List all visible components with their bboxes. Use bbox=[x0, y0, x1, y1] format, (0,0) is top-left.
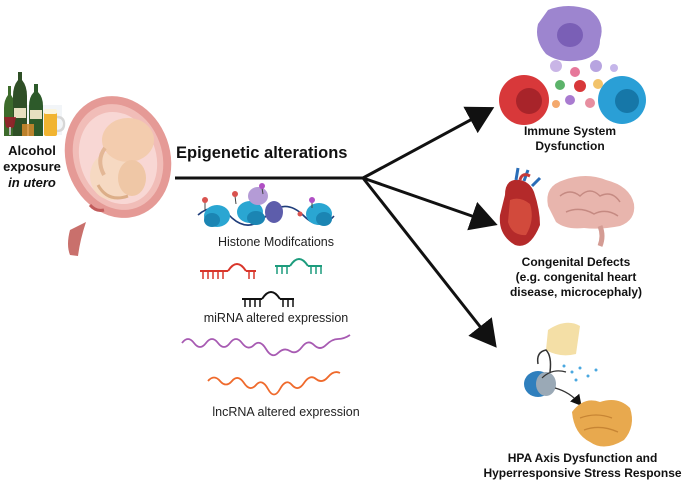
mirna-hairpin-icon bbox=[200, 258, 322, 307]
alcohol-bottles-icon bbox=[4, 72, 66, 136]
immune-line-1: Immune System bbox=[523, 124, 617, 138]
nucleosome-icon bbox=[197, 183, 335, 227]
arrow-to-immune bbox=[362, 106, 495, 180]
flow-arrows bbox=[175, 106, 498, 348]
hpa-line-2: Hyperresponsive Stress Response bbox=[483, 466, 682, 480]
immune-cells-icon bbox=[499, 6, 646, 125]
congenital-outcome-label: Congenital Defects (e.g. congenital hear… bbox=[496, 255, 656, 300]
arrow-to-congenital bbox=[362, 176, 498, 231]
congenital-line-3: disease, microcephaly) bbox=[509, 285, 643, 299]
congenital-line-1: Congenital Defects bbox=[521, 255, 631, 269]
hpa-line-1: HPA Axis Dysfunction and bbox=[507, 451, 658, 465]
pregnant-uterus-icon bbox=[64, 96, 172, 256]
exposure-line-1: Alcohol bbox=[8, 143, 56, 158]
congenital-line-2: (e.g. congenital heart bbox=[515, 270, 637, 284]
hpa-outcome-label: HPA Axis Dysfunction and Hyperresponsive… bbox=[480, 451, 685, 481]
mirna-label: miRNA altered expression bbox=[203, 311, 349, 325]
heart-icon bbox=[499, 167, 542, 246]
hpa-axis-icon bbox=[524, 322, 632, 447]
lncrna-label: lncRNA altered expression bbox=[212, 405, 360, 419]
arrow-to-hpa bbox=[361, 177, 497, 348]
exposure-line-2: exposure bbox=[3, 159, 61, 174]
exposure-line-3: in utero bbox=[8, 175, 56, 190]
mechanism-title: Epigenetic alterations bbox=[176, 144, 348, 162]
immune-outcome-label: Immune System Dysfunction bbox=[495, 124, 645, 154]
brain-icon bbox=[547, 176, 635, 247]
exposure-label: Alcohol exposure in utero bbox=[0, 143, 64, 191]
lncrna-strand-icon bbox=[181, 334, 351, 396]
histone-label: Histone Modifcations bbox=[217, 235, 335, 249]
immune-line-2: Dysfunction bbox=[535, 139, 605, 153]
